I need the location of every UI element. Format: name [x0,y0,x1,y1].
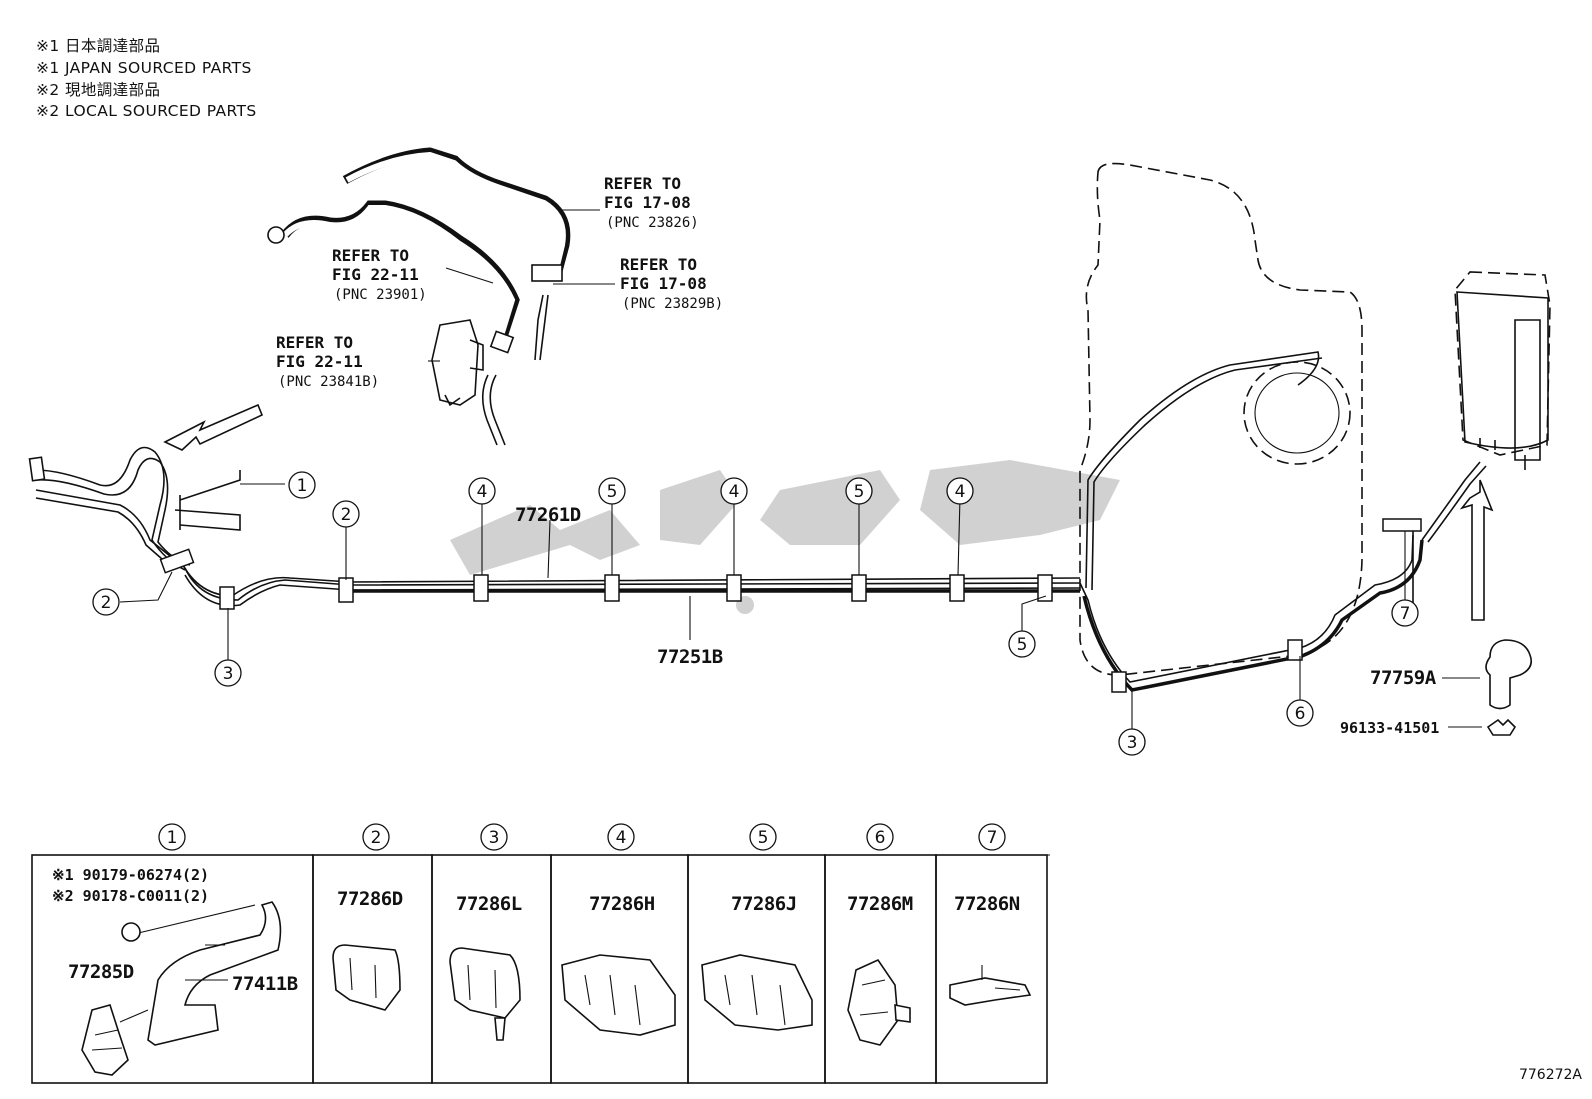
refer-line: FIG 22-11 [332,265,419,284]
part-number-label: 96133-41501 [1340,719,1439,737]
note-line: ※1 JAPAN SOURCED PARTS [36,58,252,77]
part-number-label: 77286J [731,893,797,915]
sourcing-notes: ※1 日本調達部品 ※1 JAPAN SOURCED PARTS ※2 現地調達… [36,36,257,123]
part-number-label: 77286N [954,893,1020,915]
refer-line: FIG 22-11 [276,352,363,371]
detail-header-number: 5 [758,828,769,848]
panel1-note2: ※2 90178-C0011(2) [52,887,209,905]
callout-number: 2 [101,593,112,613]
refer-label-23829b: REFER TO FIG 17-08 (PNC 23829B) [620,255,723,312]
detail-header-number: 4 [616,828,627,848]
upper-hose-group [267,147,571,446]
clamp-77286j-illustration [701,954,813,1031]
clip-77286n-illustration [949,965,1032,1006]
callout-number: 5 [1017,635,1028,655]
clip-77285d-illustration [81,1004,129,1076]
diagram-id: 776272A [1518,1067,1582,1083]
hose-77759a-illustration [1485,639,1533,736]
part-number-label: 77251B [657,646,723,668]
clamp-77286m-illustration [847,958,911,1046]
callout-number: 4 [955,482,966,502]
part-number-label: 77411B [232,973,298,995]
note-line: ※2 現地調達部品 [36,80,161,99]
bracket-77411b-illustration [119,901,282,1046]
callout-number: 5 [854,482,865,502]
clamp-77286h-illustration [561,954,676,1036]
callout-number: 7 [1400,604,1411,624]
refer-label-23826: REFER TO FIG 17-08 (PNC 23826) [604,174,699,231]
refer-line: REFER TO [604,174,681,193]
part-number-label: 77286D [337,888,403,910]
callout-number: 3 [1127,733,1138,753]
panel1-note1: ※1 90179-06274(2) [52,866,209,884]
refer-line: FIG 17-08 [604,193,691,212]
detail-header-number: 7 [987,828,998,848]
part-number-label: 77286H [589,893,655,915]
left-pipe-assembly [28,446,241,571]
fuel-connector-block [431,319,484,407]
refer-label-23901: REFER TO FIG 22-11 (PNC 23901) [332,246,427,303]
note-line: ※2 LOCAL SOURCED PARTS [36,102,257,121]
charcoal-canister [1454,271,1551,470]
clamp-77286l-illustration [449,947,521,1041]
refer-line: (PNC 23829B) [622,296,723,312]
refer-line: REFER TO [276,333,353,352]
detail-header-number: 1 [167,828,178,848]
callout-number: 5 [607,482,618,502]
clamp-77286d-illustration [332,944,401,1011]
line-clamps [159,518,1422,693]
callout-number: 1 [297,476,308,496]
callout-number: 4 [477,482,488,502]
main-callouts: 1 2 3 2 4 5 4 5 4 5 3 6 7 [92,471,1419,756]
part-number-label: 77286L [456,893,522,915]
detail-panel: 1 2 3 4 5 6 7 ※1 90179-06274(2) ※2 90178… [31,823,1050,1084]
tank-pump-ring-outer [1243,361,1351,465]
detail-header-number: 3 [489,828,500,848]
callout-leaders [119,209,1482,730]
refer-line: (PNC 23901) [334,287,427,303]
callout-number: 4 [729,482,740,502]
refer-line: FIG 17-08 [620,274,707,293]
arrow-up-icon [1459,479,1494,621]
refer-line: REFER TO [332,246,409,265]
detail-header-number: 6 [875,828,886,848]
arrow-left-icon [163,403,264,451]
fuel-tank-outline [1079,162,1363,676]
part-number-label: 77285D [68,961,134,983]
refer-line: REFER TO [620,255,697,274]
part-number-label: 77759A [1370,667,1437,689]
detail-header-number: 2 [371,828,382,848]
part-number-label: 77286M [847,893,913,915]
tank-pump-ring [1254,372,1340,454]
part-number-label: 77261D [515,504,581,526]
refer-label-23841b: REFER TO FIG 22-11 (PNC 23841B) [276,333,379,390]
callout-number: 3 [223,664,234,684]
note-line: ※1 日本調達部品 [36,37,161,55]
callout-number: 6 [1295,704,1306,724]
refer-line: (PNC 23826) [606,215,699,231]
callout-number: 2 [341,505,352,525]
refer-line: (PNC 23841B) [278,374,379,390]
